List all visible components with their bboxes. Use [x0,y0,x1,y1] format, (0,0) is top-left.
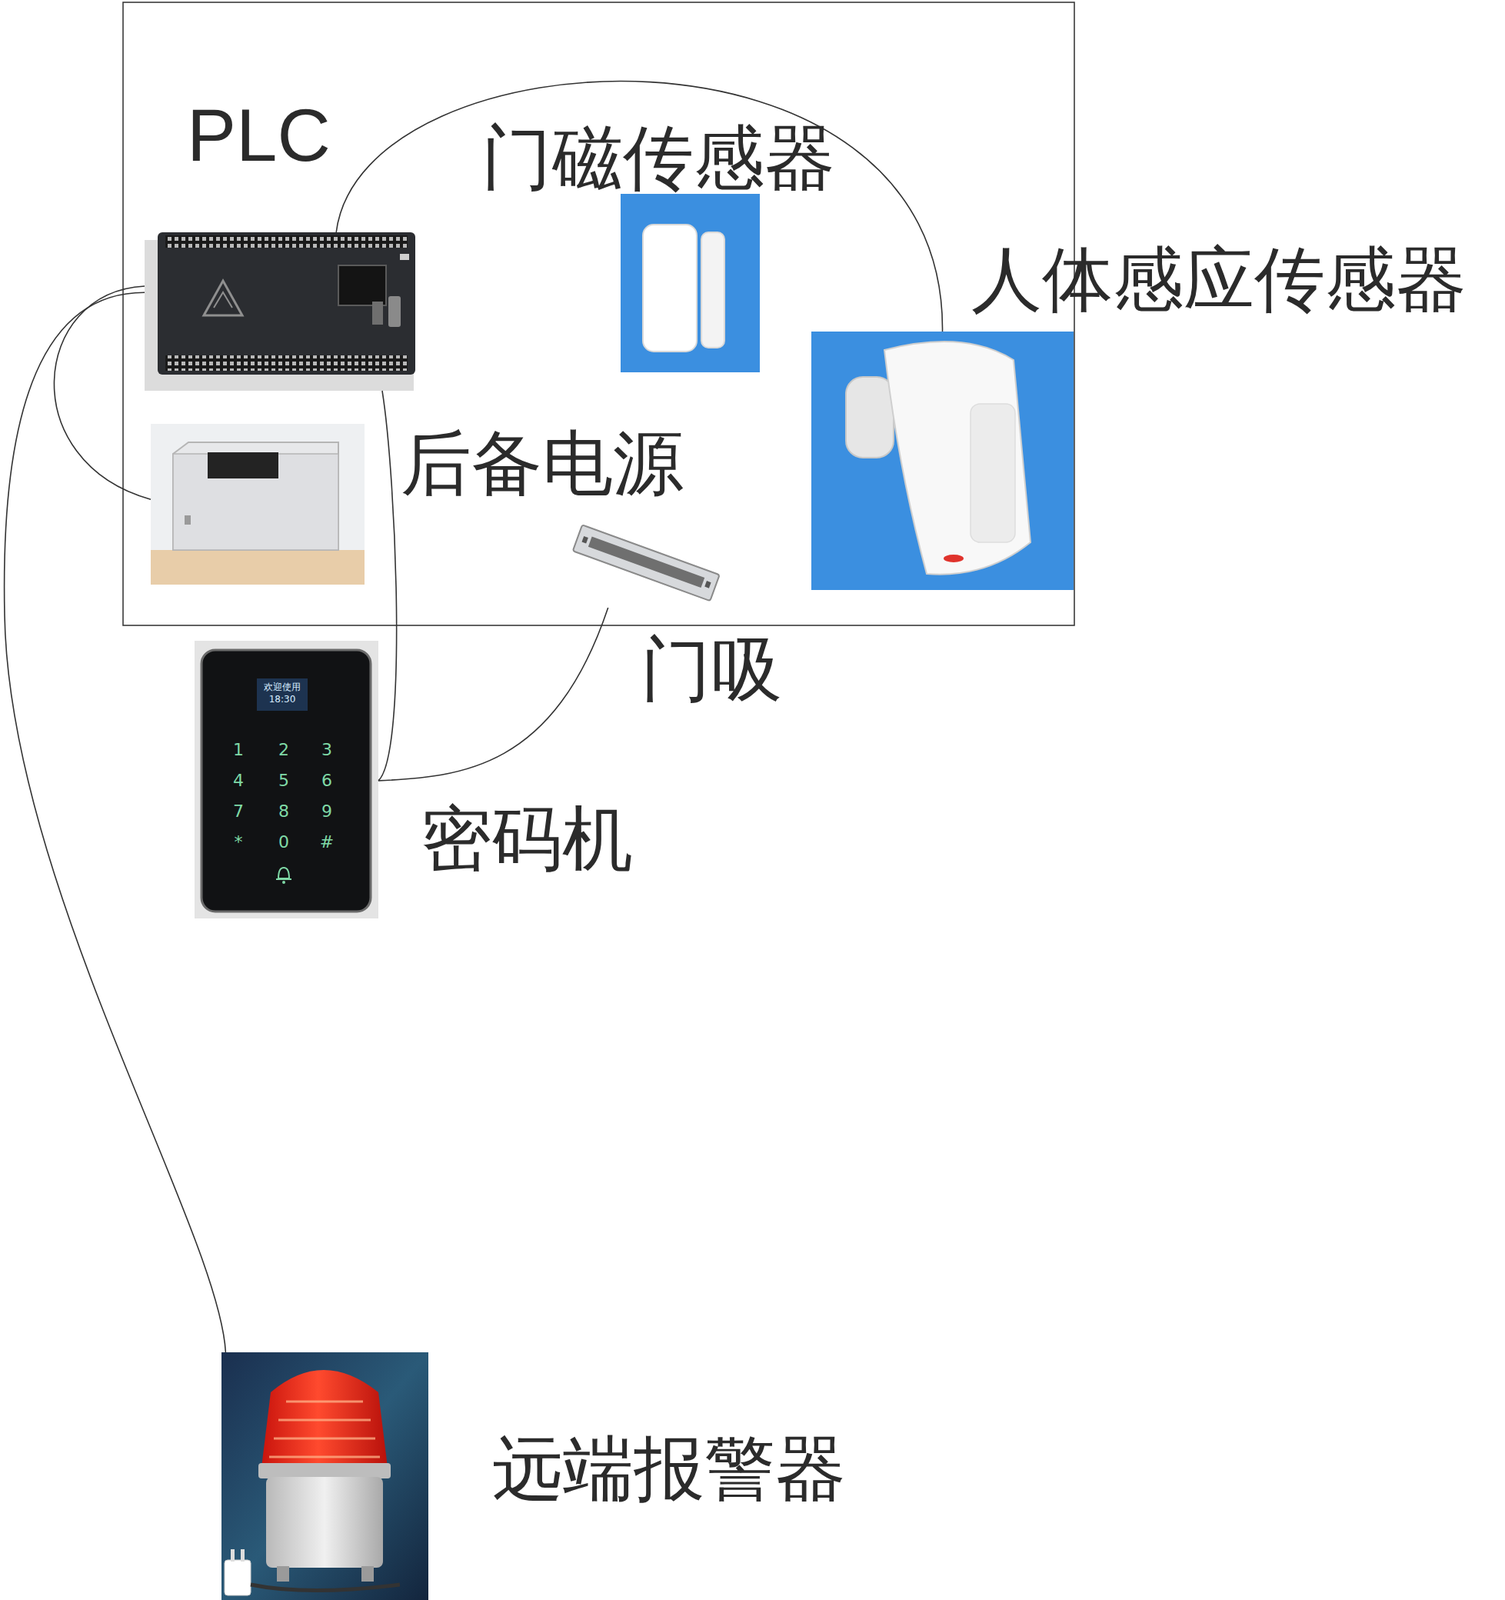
keypad-text: 7 [233,802,244,820]
door-sensor-picture [620,193,760,373]
wire [336,81,943,332]
device-label: 远端报警器 [492,1433,846,1505]
keypad-text: 1 [233,741,244,759]
device-label: 门磁传感器 [481,123,836,194]
keypad-text: 18:30 [269,694,297,704]
keypad-text: 5 [278,772,290,790]
keypad-text: 6 [321,772,333,790]
backup-power-picture [150,423,365,585]
keypad-text: 2 [278,741,290,759]
device-label: PLC [186,98,331,173]
keypad-text: 0 [278,833,290,851]
device-node: 远端报警器 [221,1351,429,1600]
keypad-text: * [234,833,244,851]
keypad-picture [194,640,379,919]
pir-sensor-picture [811,331,1074,590]
device-label: 门吸 [640,634,783,706]
device-label: 密码机 [420,803,633,875]
device-node: 后备电源 [150,423,365,585]
magnetic-lock-picture [572,524,720,601]
device-label: 人体感应传感器 [971,244,1467,316]
keypad-text: 欢迎使用 [263,682,301,692]
wire [53,286,151,500]
device-node: 门磁传感器 [620,193,760,373]
keypad-text: 3 [321,741,333,759]
wire [378,390,397,781]
wire [4,292,227,1352]
device-node: 门吸 [569,518,720,608]
keypad-text: 8 [278,802,290,820]
keypad-text: 4 [233,772,244,790]
keypad-text: 9 [321,802,333,820]
wire [378,607,609,781]
plc-picture [144,232,416,391]
device-node: PLC [144,232,419,391]
device-node: 人体感应传感器 [811,331,1074,590]
enclosure-outline [123,2,1075,626]
keypad-text: # [319,833,334,851]
device-label: 后备电源 [400,428,684,500]
alarm-picture [221,1351,429,1600]
